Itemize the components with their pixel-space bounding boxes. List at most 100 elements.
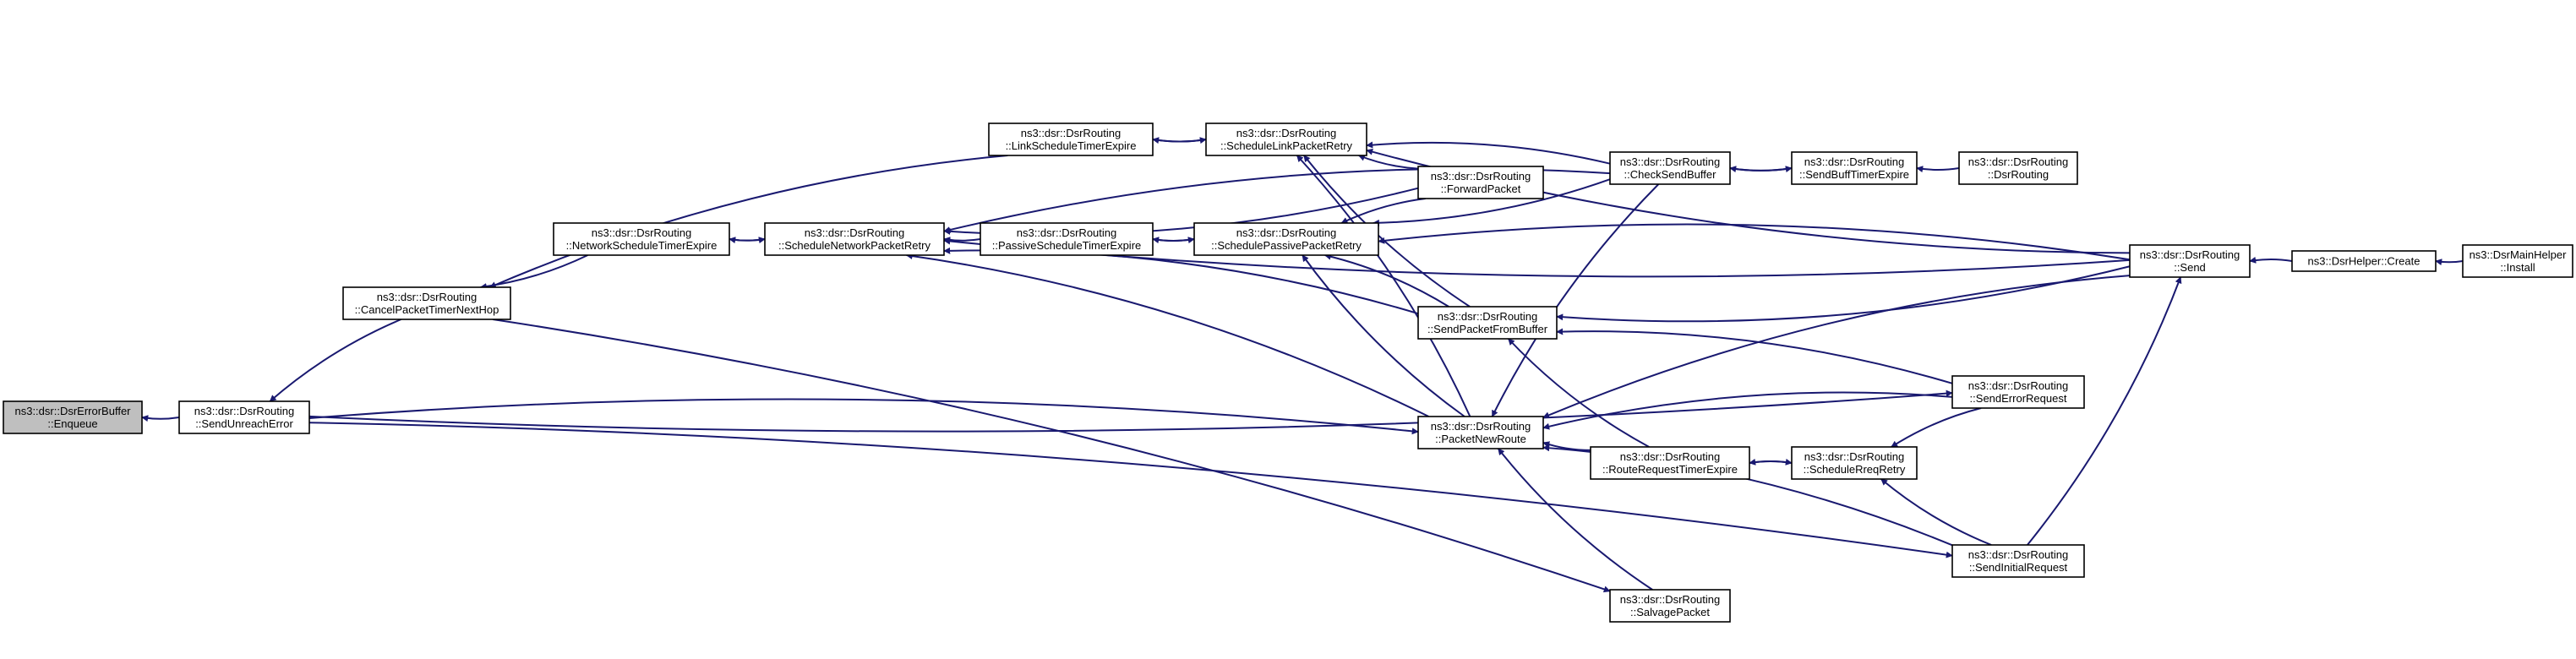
edge-forward-packet-to-schedule-passive-retry bbox=[1340, 198, 1426, 224]
edge-send-to-send-packet-from-buffer bbox=[1556, 265, 2131, 323]
node-label-namespace: ns3::dsr::DsrRouting bbox=[1968, 155, 2069, 168]
node-label-method: ::SendInitialRequest bbox=[1969, 561, 2068, 574]
node-link-schedule-timer[interactable]: ns3::dsr::DsrRouting::LinkScheduleTimerE… bbox=[988, 123, 1154, 156]
node-dsr-main-helper-install[interactable]: ns3::DsrMainHelper::Install bbox=[2462, 244, 2573, 278]
node-label-method: ::SendBuffTimerExpire bbox=[1799, 168, 1909, 181]
edge-dsr-routing-ctor-to-send-buff-timer bbox=[1916, 166, 1960, 173]
edge-route-request-timer-to-schedule-rreq-retry bbox=[1749, 458, 1793, 466]
edge-network-schedule-timer-to-schedule-network-retry bbox=[729, 237, 766, 244]
edge-route-request-timer-to-packet-new-route bbox=[1542, 441, 1591, 451]
edge-send-unreach-error-to-send-error-request bbox=[308, 389, 1953, 433]
edge-cancel-packet-timer-to-send-unreach-error bbox=[269, 319, 401, 402]
node-label-method: ::ScheduleRreqRetry bbox=[1804, 463, 1906, 476]
edge-check-send-buffer-to-schedule-passive-retry bbox=[1372, 178, 1611, 226]
node-box bbox=[2291, 250, 2437, 272]
node-box bbox=[1609, 151, 1731, 185]
edge-send-to-schedule-passive-retry bbox=[1378, 223, 2131, 261]
node-label-method: ::SendErrorRequest bbox=[1970, 392, 2067, 405]
node-schedule-rreq-retry[interactable]: ns3::dsr::DsrRouting::ScheduleRreqRetry bbox=[1791, 446, 1918, 480]
node-send-initial-request[interactable]: ns3::dsr::DsrRouting::SendInitialRequest bbox=[1951, 544, 2085, 578]
node-check-send-buffer[interactable]: ns3::dsr::DsrRouting::CheckSendBuffer bbox=[1609, 151, 1731, 185]
edge-send-initial-request-to-schedule-rreq-retry bbox=[1880, 478, 1992, 546]
node-label-method: ::LinkScheduleTimerExpire bbox=[1006, 139, 1137, 152]
node-label-namespace: ns3::DsrMainHelper bbox=[2470, 248, 2568, 261]
node-label-method: ::SchedulePassivePacketRetry bbox=[1211, 239, 1362, 252]
node-label-namespace: ns3::dsr::DsrRouting bbox=[1431, 170, 1531, 182]
node-label-method: ::SendUnreachError bbox=[195, 417, 293, 430]
node-box bbox=[1951, 544, 2085, 578]
node-label-method: ::CancelPacketTimerNextHop bbox=[355, 303, 499, 316]
node-box bbox=[1417, 166, 1544, 199]
node-error-buffer-enqueue: ns3::dsr::DsrErrorBuffer::Enqueue bbox=[3, 400, 143, 434]
node-box bbox=[1791, 151, 1918, 185]
node-network-schedule-timer[interactable]: ns3::dsr::DsrRouting::NetworkScheduleTim… bbox=[553, 222, 730, 256]
edge-link-schedule-timer-to-cancel-packet-timer bbox=[488, 155, 1008, 288]
node-layer: ns3::dsr::DsrErrorBuffer::Enqueuens3::ds… bbox=[3, 123, 2573, 623]
node-schedule-link-retry[interactable]: ns3::dsr::DsrRouting::ScheduleLinkPacket… bbox=[1205, 123, 1367, 156]
edge-send-packet-from-buffer-to-schedule-passive-retry bbox=[1323, 253, 1449, 308]
node-label-method: ::SendPacketFromBuffer bbox=[1427, 323, 1548, 335]
node-box bbox=[1193, 222, 1379, 256]
node-label-namespace: ns3::dsr::DsrRouting bbox=[2140, 248, 2240, 261]
node-schedule-passive-retry[interactable]: ns3::dsr::DsrRouting::SchedulePassivePac… bbox=[1193, 222, 1379, 256]
edge-send-unreach-error-to-error-buffer-enqueue bbox=[141, 415, 180, 422]
node-label-namespace: ns3::DsrHelper::Create bbox=[2308, 255, 2420, 268]
node-schedule-network-retry[interactable]: ns3::dsr::DsrRouting::ScheduleNetworkPac… bbox=[764, 222, 945, 256]
node-label-method: ::PacketNewRoute bbox=[1435, 433, 1526, 445]
node-route-request-timer[interactable]: ns3::dsr::DsrRouting::RouteRequestTimerE… bbox=[1590, 446, 1750, 480]
node-label-namespace: ns3::dsr::DsrRouting bbox=[805, 226, 905, 239]
edge-send-error-request-to-schedule-rreq-retry bbox=[1891, 407, 1982, 448]
edge-link-schedule-timer-to-schedule-link-retry bbox=[1152, 137, 1207, 144]
node-label-namespace: ns3::dsr::DsrRouting bbox=[1431, 420, 1531, 433]
node-box bbox=[980, 222, 1154, 256]
node-label-namespace: ns3::dsr::DsrRouting bbox=[1968, 548, 2069, 561]
node-box bbox=[1590, 446, 1750, 480]
node-box bbox=[2462, 244, 2573, 278]
node-label-method: ::SalvagePacket bbox=[1630, 606, 1710, 618]
node-label-method: ::Install bbox=[2500, 261, 2535, 274]
edge-packet-new-route-to-schedule-passive-retry bbox=[1302, 254, 1465, 417]
node-send-packet-from-buffer[interactable]: ns3::dsr::DsrRouting::SendPacketFromBuff… bbox=[1417, 306, 1558, 340]
node-box bbox=[1205, 123, 1367, 156]
node-send[interactable]: ns3::dsr::DsrRouting::Send bbox=[2129, 244, 2251, 278]
edge-send-initial-request-to-send bbox=[2027, 276, 2182, 546]
node-box bbox=[1417, 306, 1558, 340]
edge-send-error-request-to-send-packet-from-buffer bbox=[1556, 328, 1953, 384]
node-label-namespace: ns3::dsr::DsrRouting bbox=[1017, 226, 1117, 239]
edge-dsr-helper-create-to-send bbox=[2249, 256, 2293, 264]
edge-packet-new-route-to-schedule-link-retry bbox=[1296, 155, 1471, 417]
node-box bbox=[2129, 244, 2251, 278]
node-label-namespace: ns3::dsr::DsrRouting bbox=[592, 226, 692, 239]
node-label-method: ::ForwardPacket bbox=[1441, 182, 1521, 195]
node-box bbox=[1609, 589, 1731, 623]
node-send-unreach-error[interactable]: ns3::dsr::DsrRouting::SendUnreachError bbox=[178, 400, 310, 434]
edge-dsr-main-helper-install-to-dsr-helper-create bbox=[2435, 259, 2464, 266]
edge-layer bbox=[141, 137, 2464, 593]
node-label-namespace: ns3::dsr::DsrRouting bbox=[1804, 155, 1905, 168]
node-label-method: ::ScheduleLinkPacketRetry bbox=[1220, 139, 1353, 152]
node-passive-schedule-timer[interactable]: ns3::dsr::DsrRouting::PassiveScheduleTim… bbox=[980, 222, 1154, 256]
node-box bbox=[764, 222, 945, 256]
node-dsr-routing-ctor[interactable]: ns3::dsr::DsrRouting::DsrRouting bbox=[1958, 151, 2078, 185]
edge-check-send-buffer-to-schedule-link-retry bbox=[1366, 141, 1611, 165]
node-label-namespace: ns3::dsr::DsrRouting bbox=[1620, 450, 1721, 463]
node-label-namespace: ns3::dsr::DsrRouting bbox=[1021, 127, 1122, 139]
edge-salvage-packet-to-packet-new-route bbox=[1497, 448, 1653, 591]
node-label-namespace: ns3::dsr::DsrRouting bbox=[1236, 226, 1337, 239]
node-dsr-helper-create[interactable]: ns3::DsrHelper::Create bbox=[2291, 250, 2437, 272]
node-send-error-request[interactable]: ns3::dsr::DsrRouting::SendErrorRequest bbox=[1951, 375, 2085, 409]
node-label-namespace: ns3::dsr::DsrRouting bbox=[194, 405, 295, 417]
node-label-method: ::PassiveScheduleTimerExpire bbox=[992, 239, 1142, 252]
edge-route-request-timer-to-send-packet-from-buffer bbox=[1507, 338, 1650, 448]
node-salvage-packet[interactable]: ns3::dsr::DsrRouting::SalvagePacket bbox=[1609, 589, 1731, 623]
node-label-method: ::DsrRouting bbox=[1988, 168, 2049, 181]
node-label-namespace: ns3::dsr::DsrRouting bbox=[1620, 155, 1721, 168]
node-packet-new-route[interactable]: ns3::dsr::DsrRouting::PacketNewRoute bbox=[1417, 416, 1544, 449]
node-forward-packet[interactable]: ns3::dsr::DsrRouting::ForwardPacket bbox=[1417, 166, 1544, 199]
node-cancel-packet-timer[interactable]: ns3::dsr::DsrRouting::CancelPacketTimerN… bbox=[342, 286, 511, 320]
edge-forward-packet-to-schedule-link-retry bbox=[1357, 154, 1419, 170]
node-box bbox=[988, 123, 1154, 156]
node-label-namespace: ns3::dsr::DsrRouting bbox=[377, 291, 478, 303]
node-send-buff-timer[interactable]: ns3::dsr::DsrRouting::SendBuffTimerExpir… bbox=[1791, 151, 1918, 185]
